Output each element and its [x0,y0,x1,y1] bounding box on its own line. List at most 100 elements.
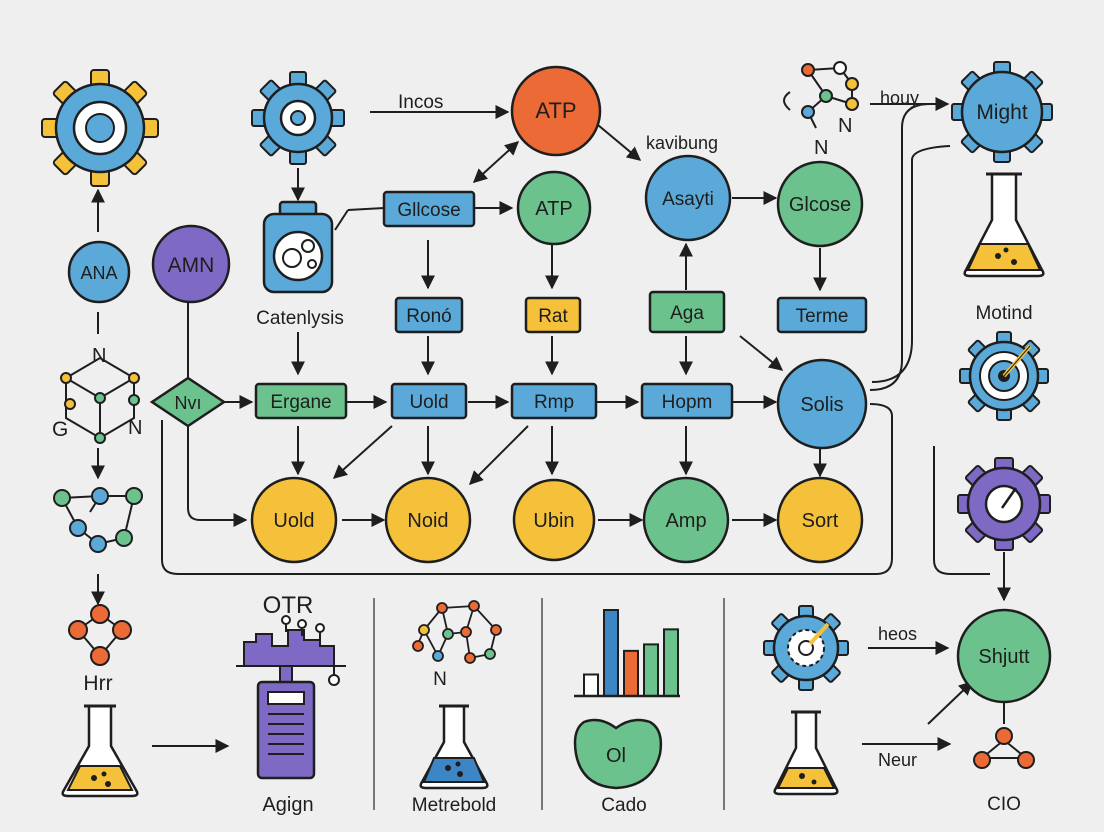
arrow-atp-kavibung [597,124,642,161]
node-solis-label: Solis [800,394,843,416]
agign-label: Agign [262,794,313,816]
node-ana[interactable]: ANA [67,240,131,304]
node-shjutt-label: Shjutt [978,646,1030,668]
catenlysis-label: Catenlysis [256,308,344,329]
box-uold-label: Uold [409,392,448,413]
node-ubin-label: Ubin [533,510,574,532]
network-label-n-lower: N [814,137,828,159]
gear-icon-top-mid [251,71,345,165]
box-gllcose[interactable]: Gllcose [382,190,476,228]
box-rmp[interactable]: Rmp [510,382,598,420]
bean-shape-icon [573,718,663,790]
node-atp-mid-label: ATP [535,198,572,220]
arrow-neur-shjutt [927,681,974,725]
neur-label: Neur [878,750,917,770]
target-gear-icon [959,331,1049,421]
node-noid[interactable]: Noid [384,476,472,564]
kavibung-label: kavibung [646,133,718,153]
box-hopm[interactable]: Hopm [640,382,734,420]
diamond-nvi[interactable]: Nvı [149,376,227,428]
arrow-gllcose-atp-top [472,141,520,183]
arrow-flask-gllcose [334,209,349,231]
hrr-label: Hrr [83,672,112,695]
server-icon [256,665,316,780]
arrow-aga-solis [739,335,784,371]
box-uold[interactable]: Uold [390,382,468,420]
chain-molecule-icon [53,487,143,553]
node-amp[interactable]: Amp [642,476,730,564]
triangle-molecule-icon [68,604,132,666]
might-label: Might [976,101,1028,124]
hex-label-g: G [52,418,68,441]
box-rono-label: Ronó [406,306,451,327]
box-rmp-label: Rmp [534,392,574,413]
bar-chart-bar [603,609,619,697]
node-atp-top[interactable]: ATP [510,65,602,157]
otr-label: OTR [263,592,314,619]
box-hopm-label: Hopm [662,392,713,413]
node-shjutt[interactable]: Shjutt [956,608,1052,704]
node-glcose-right[interactable]: Glcose [776,160,864,248]
heos-label: heos [878,624,917,644]
node-solis[interactable]: Solis [776,358,868,450]
box-aga[interactable]: Aga [648,290,726,334]
ol-label: Ol [606,745,626,767]
node-atp-top-label: ATP [535,98,576,123]
incos-label: Incos [398,92,443,113]
metrebold-label: Metrebold [412,795,497,816]
flask-icon-bottom-right [773,710,839,796]
box-aga-label: Aga [670,303,704,324]
hex-label-n-top: N [92,345,106,367]
loop-bottom [161,403,893,575]
bar-chart-icon [574,609,680,698]
cio-label: CIO [987,794,1021,815]
gear-icon-might [951,61,1053,163]
bar-chart-bar [623,649,639,697]
network-label-n-upper: N [838,115,852,137]
node-atp-mid[interactable]: ATP [516,170,592,246]
cio-molecule-icon [973,727,1035,769]
node-uold-circle-label: Uold [273,510,314,532]
loop-solis-might [869,103,931,391]
node-noid-label: Noid [407,510,448,532]
box-terme[interactable]: Terme [776,296,868,334]
gear-icon-purple [957,457,1051,551]
box-ergane[interactable]: Ergane [254,382,348,420]
bar-chart-bar [583,673,599,697]
loop-solis-might-2 [871,145,951,383]
node-sort-label: Sort [802,510,839,532]
bar-chart-bar [643,643,659,698]
node-asayti-label: Asayti [662,189,714,210]
gear-icon-bottom-right [763,605,849,691]
molecule-network-icon-top [783,61,859,129]
bioreactor-icon [262,200,334,294]
waveform-icon [236,615,346,686]
network-icon-metrebold [412,600,502,664]
node-ubin[interactable]: Ubin [512,478,596,562]
diamond-nvi-label: Nvı [175,393,202,413]
box-terme-label: Terme [796,306,849,327]
box-ergane-label: Ergane [270,392,331,413]
node-uold-circle[interactable]: Uold [250,476,338,564]
bar-chart-bar [663,628,679,697]
bracket-right [933,446,990,575]
flask-icon-bottom-left [61,704,139,798]
connectors [91,97,1011,810]
node-asayti[interactable]: Asayti [644,154,732,242]
flask-icon-metrebold [419,704,489,790]
node-ana-label: ANA [80,263,117,283]
arrow-uold-uold-circle [332,425,393,479]
network-label-n: N [433,669,447,690]
motind-label: Motind [975,303,1032,324]
box-gllcose-label: Gllcose [397,200,460,221]
houy-label: houy [880,88,919,108]
gear-icon-top-left [41,69,159,187]
node-glcose-right-label: Glcose [789,194,851,216]
node-sort[interactable]: Sort [776,476,864,564]
box-rat[interactable]: Rat [524,296,582,334]
box-rono[interactable]: Ronó [394,296,464,334]
node-amp-label: Amp [665,510,706,532]
hexagon-molecule-icon [60,356,140,444]
node-amn[interactable]: AMN [151,224,231,304]
